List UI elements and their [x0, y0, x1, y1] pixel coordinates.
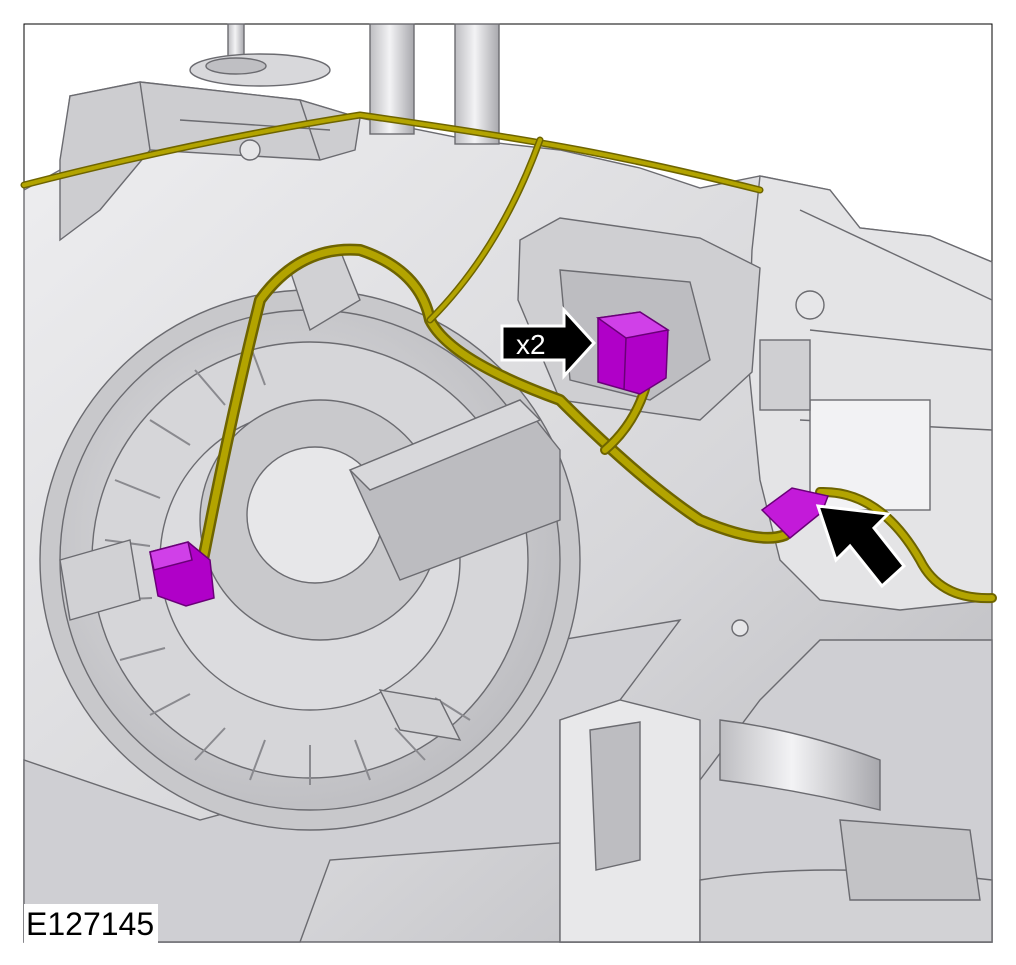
connector-icon: [760, 487, 830, 540]
blower-motor-housing: [39, 249, 581, 831]
figure-reference-code: E127145: [24, 904, 159, 944]
wiring-harness: [20, 111, 997, 604]
arrow-pointer-icon: [815, 504, 907, 589]
connector-icon: [149, 541, 215, 607]
callout-label: x2: [516, 329, 546, 360]
arrow-callout-icon: [500, 306, 597, 380]
connector-icon: [596, 311, 670, 395]
